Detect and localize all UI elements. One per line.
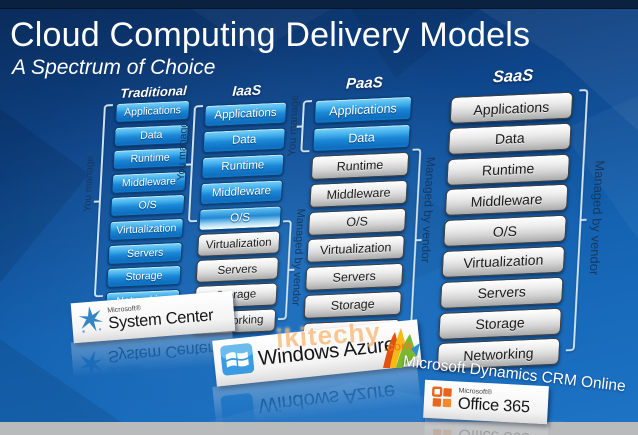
layer-box-virtualization: Virtualization	[197, 230, 281, 257]
office-365-logo: Microsoft® Office 365 Microsoft® Office …	[423, 379, 549, 435]
layer-box-data: Data	[312, 123, 411, 152]
office-365-logo-text: Microsoft® Office 365	[457, 388, 530, 417]
layer-box-storage: Storage	[106, 264, 182, 289]
office-squares-icon	[430, 385, 453, 415]
watermark-text: ikitechy	[275, 316, 382, 354]
layer-box-data: Data	[202, 127, 286, 154]
system-center-logo: Microsoft® System Center Microsoft® Syst…	[70, 290, 236, 383]
windows-flag-icon	[220, 342, 255, 380]
layer-box-o-s: O/S	[307, 207, 407, 236]
windows-azure-name: Windows Azure	[257, 379, 397, 417]
slide-subtitle: A Spectrum of Choice	[12, 56, 216, 79]
layer-box-servers: Servers	[107, 241, 183, 265]
layer-box-virtualization: Virtualization	[441, 245, 566, 278]
layer-box-servers: Servers	[439, 276, 564, 309]
layer-box-storage: Storage	[438, 307, 562, 340]
layer-box-middleware: Middleware	[199, 179, 284, 206]
layer-box-applications: Applications	[449, 91, 574, 124]
system-center-logo-icon	[78, 304, 105, 339]
layer-box-middleware: Middleware	[444, 184, 569, 217]
layer-box-middleware: Middleware	[309, 179, 408, 208]
layer-box-servers: Servers	[304, 263, 404, 292]
top-bar	[0, 0, 638, 9]
layer-box-virtualization: Virtualization	[108, 217, 184, 241]
layer-box-applications: Applications	[114, 99, 191, 123]
system-center-logo-icon	[78, 343, 105, 378]
column-paas: PaaS You manage Managed by vendor Applic…	[286, 74, 438, 348]
windows-flag-icon	[220, 388, 255, 426]
dynamics-logo-icon	[381, 326, 421, 373]
system-center-plaque: Microsoft® System Center	[70, 290, 236, 344]
layer-box-runtime: Runtime	[201, 153, 285, 180]
layer-box-data: Data	[447, 122, 572, 155]
layer-box-applications: Applications	[313, 95, 413, 124]
layer-box-runtime: Runtime	[310, 151, 410, 180]
office-365-name: Office 365	[457, 394, 531, 417]
system-center-logo-text: Microsoft® System Center	[107, 300, 214, 333]
layer-box-o-s: O/S	[443, 214, 567, 248]
office-365-reflection: Microsoft® Office 365	[423, 416, 549, 435]
system-center-reflection: Microsoft® System Center	[70, 329, 236, 383]
layer-box-applications: Applications	[203, 101, 288, 128]
office-365-name: Office 365	[458, 425, 531, 435]
windows-azure-plaque: Windows Azure	[212, 319, 422, 387]
layer-box-runtime: Runtime	[446, 153, 571, 186]
layer-box-o-s: O/S	[110, 194, 186, 218]
windows-azure-logo: Windows Azure Windows Azure	[212, 319, 422, 433]
slide-title: Cloud Computing Delivery Models	[10, 16, 531, 54]
office-365-plaque: Microsoft® Office 365	[423, 379, 549, 425]
office-365-logo-text: Microsoft® Office 365	[457, 425, 531, 435]
footer-bar	[0, 422, 638, 435]
layer-box-virtualization: Virtualization	[306, 235, 405, 264]
watermark-suffix: .com	[383, 338, 413, 355]
layer-box-storage: Storage	[303, 290, 402, 320]
layer-box-servers: Servers	[195, 256, 280, 283]
office-squares-icon	[430, 422, 453, 435]
layer-box-o-s: O/S	[198, 204, 282, 231]
windows-azure-reflection: Windows Azure	[212, 365, 422, 433]
system-center-logo-text: Microsoft® System Center	[107, 339, 214, 372]
